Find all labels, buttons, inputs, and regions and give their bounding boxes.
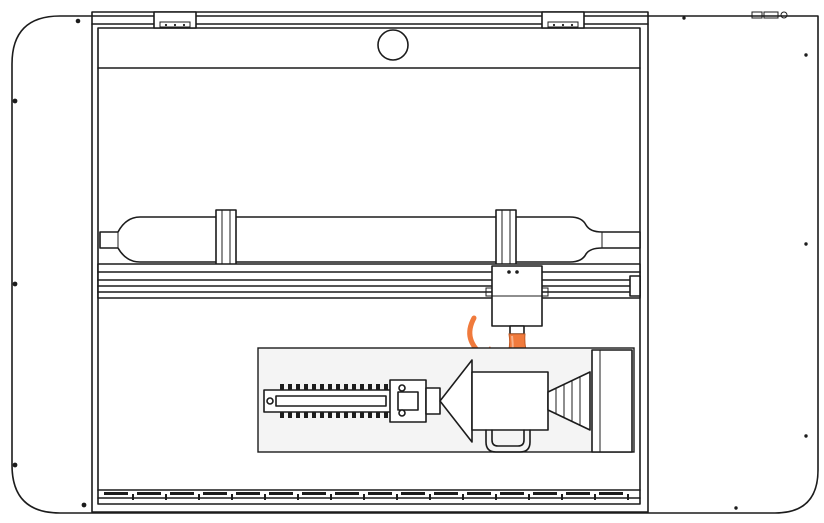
laser-head <box>485 265 549 335</box>
lid-frame-outer <box>91 11 649 513</box>
rotary-coupling <box>389 379 441 423</box>
gantry-rail <box>97 263 641 299</box>
body-screws <box>12 16 808 510</box>
lid-hinge-right <box>541 11 585 29</box>
rotary-motor-housing <box>471 371 549 431</box>
laser-tube <box>99 216 641 263</box>
rotary-roller-shaft <box>263 384 397 418</box>
camera-port <box>377 29 409 61</box>
rotary-handle <box>485 429 531 453</box>
rotary-end-cap <box>591 349 633 453</box>
tube-bracket-left <box>215 209 237 269</box>
rotary-finned-wheel <box>547 371 591 431</box>
bottom-grate <box>97 489 641 500</box>
tube-bracket-right <box>495 209 517 269</box>
machine-outer-body <box>11 15 819 514</box>
lid-hinge-left <box>153 11 197 29</box>
top-right-latch <box>751 11 788 19</box>
